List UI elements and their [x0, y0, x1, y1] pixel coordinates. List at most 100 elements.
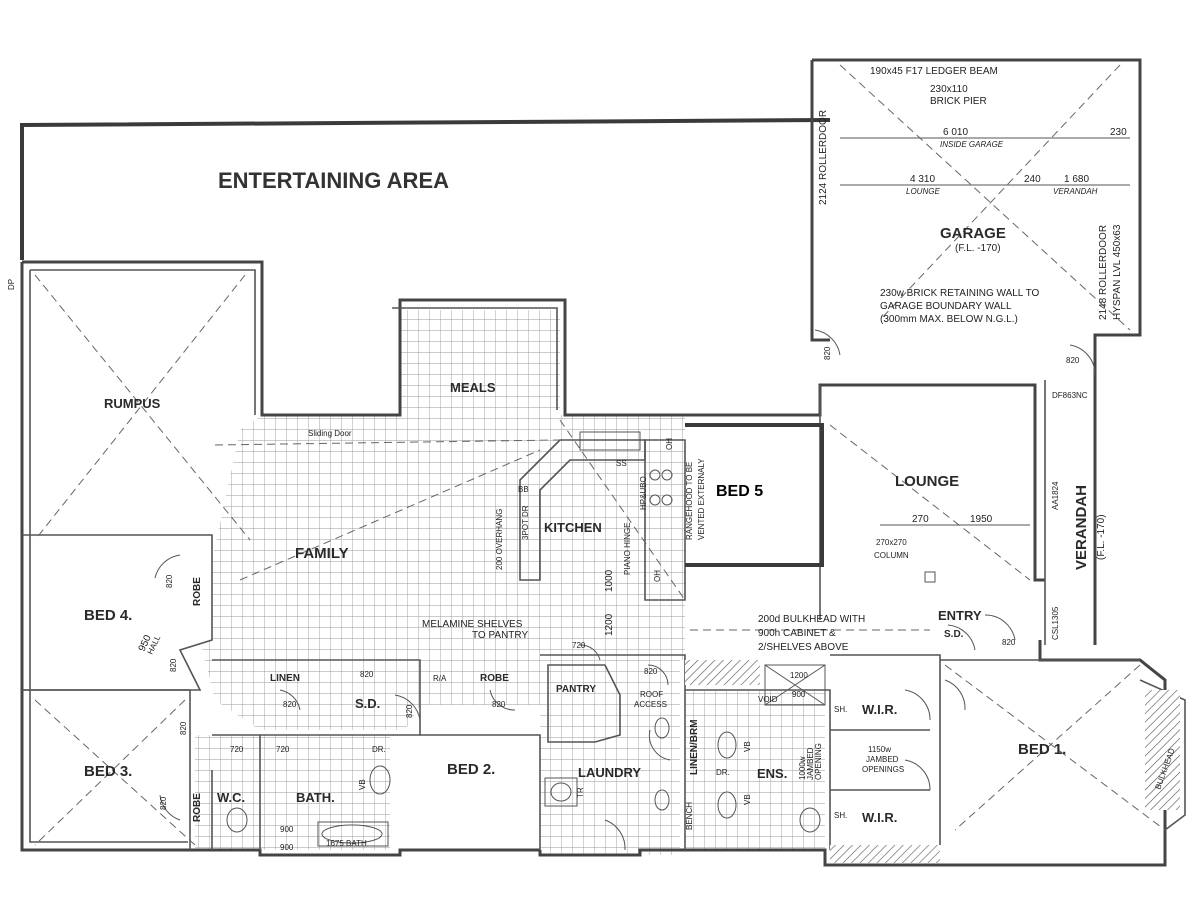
bulkhead-note-2: 900h CABINET & [758, 628, 836, 639]
void-note: VOID [758, 695, 778, 704]
lounge-label: LOUNGE [895, 473, 959, 490]
robe-bed2-label: ROBE [480, 673, 509, 684]
rangehood-note-2: VENTED EXTERNALY [697, 458, 706, 540]
dim-1200: 1200 [790, 671, 808, 680]
dim-820-f: 820 [360, 670, 374, 679]
dim-820-g: 820 [405, 704, 414, 718]
roller-right-note-1: 2148 ROLLERDOOR [1098, 225, 1109, 320]
dim-inside-garage: INSIDE GARAGE [940, 140, 1004, 149]
bb-note: BB [518, 485, 529, 494]
dim-820-h: 820 [492, 700, 506, 709]
dim-lounge: LOUNGE [906, 187, 940, 196]
ra-note: R/A [433, 674, 447, 683]
dim-820-e: 820 [283, 700, 297, 709]
entertaining-area-label: ENTERTAINING AREA [218, 168, 449, 193]
vb1-note: VB [358, 779, 367, 790]
jambed-2: JAMBED [866, 755, 899, 764]
dp-note: DP [7, 279, 16, 290]
oh-top-note: OH [665, 438, 674, 450]
linen-label: LINEN [270, 673, 300, 684]
entry-label: ENTRY [938, 608, 982, 623]
dim-820-j: 820 [823, 346, 832, 360]
garage-label: GARAGE [940, 225, 1006, 242]
opening-1: 1000w [798, 756, 807, 780]
hp-ubo-note: HP&UBO [639, 476, 648, 510]
bed3-label: BED 3. [84, 763, 132, 780]
roof-access-1: ROOF [640, 690, 663, 699]
bath-label: BATH. [296, 790, 335, 805]
pier-note-2: BRICK PIER [930, 96, 987, 107]
tr-note: TR [576, 787, 585, 798]
rumpus-label: RUMPUS [104, 396, 161, 411]
pantry-label: PANTRY [556, 684, 596, 695]
jambed-1: 1150w [868, 745, 891, 754]
dim-820-d: 820 [159, 796, 168, 810]
tiled-floors [195, 310, 825, 855]
verandah-label: VERANDAH [1073, 485, 1090, 570]
hip-lines [34, 64, 1166, 846]
dim-720-a: 720 [572, 641, 586, 650]
dr2-note: DR. [716, 768, 730, 777]
wall-note-2: GARAGE BOUNDARY WALL [880, 301, 1012, 312]
walls [20, 58, 1186, 867]
opening-2: JAMBED [806, 747, 815, 780]
laundry-label: LAUNDRY [578, 765, 641, 780]
threepot-note: 3POT DR [521, 505, 530, 540]
dr1-note: DR. [372, 745, 386, 754]
linen-brm-label: LINEN/BRM [689, 719, 700, 775]
garage-fl: (F.L. -170) [955, 243, 1001, 254]
csl-code: CSL1305 [1051, 606, 1060, 640]
bench-label: BENCH [685, 802, 694, 830]
bulkhead-note-1: 200d BULKHEAD WITH [758, 614, 865, 625]
column-note-2: COLUMN [874, 551, 909, 560]
ens-label: ENS. [757, 766, 787, 781]
sh1-note: SH. [834, 705, 847, 714]
void-box [764, 664, 826, 706]
wir2-label: W.I.R. [862, 810, 897, 825]
dim-900-b: 900 [280, 825, 294, 834]
ss-note: SS [616, 459, 627, 468]
column-note-1: 270x270 [876, 538, 907, 547]
dim-6010: 6 010 [943, 127, 968, 138]
dim-820-b: 820 [169, 658, 178, 672]
dim-230: 230 [1110, 127, 1127, 138]
df-code: DF863NC [1052, 391, 1088, 400]
door-swings [154, 329, 1096, 851]
roller-right-note-2: HYSPAN LVL 450x63 [1112, 224, 1123, 320]
melamine-note-1: MELAMINE SHELVES [422, 619, 523, 630]
pier-note-1: 230x110 [930, 84, 968, 95]
fixtures [226, 431, 936, 847]
verandah-fl: (F.L. -170) [1096, 514, 1107, 560]
dim-240: 240 [1024, 174, 1041, 185]
sd-hall-note: S.D. [355, 696, 380, 711]
robe-bed4-label: ROBE [192, 577, 203, 606]
wc-label: W.C. [217, 790, 245, 805]
wall-note-1: 230w BRICK RETAINING WALL TO [880, 288, 1040, 299]
melamine-note-2: TO PANTRY [472, 630, 528, 641]
roller-left-note: 2124 ROLLERDOOR [818, 110, 829, 205]
wir-hatch [830, 845, 940, 863]
bed5-outline [685, 423, 824, 567]
dim-bath-size: 1675 BATH [326, 839, 367, 848]
dim-270: 270 [912, 514, 929, 525]
jambed-3: OPENINGS [862, 765, 904, 774]
ens-hatch [685, 660, 760, 685]
piano-hinge-note: PIANO HINGE [623, 523, 632, 575]
kitchen-label: KITCHEN [544, 520, 602, 535]
bed2-label: BED 2. [447, 761, 495, 778]
dim-900: 900 [792, 690, 806, 699]
dim-820-a: 820 [165, 574, 174, 588]
bed4-label: BED 4. [84, 607, 132, 624]
dimension-lines [840, 137, 1130, 526]
dim-1680: 1 680 [1064, 174, 1089, 185]
dim-820-l: 820 [1002, 638, 1016, 647]
bed5-label: BED 5 [716, 483, 763, 500]
family-label: FAMILY [295, 545, 349, 562]
ledger-note: 190x45 F17 LEDGER BEAM [870, 66, 998, 77]
dim-820-i: 820 [644, 667, 658, 676]
meals-label: MEALS [450, 380, 496, 395]
robe-bed3-label: ROBE [192, 793, 203, 822]
dim-4310: 4 310 [910, 174, 935, 185]
sd-entry-note: S.D. [944, 629, 964, 640]
